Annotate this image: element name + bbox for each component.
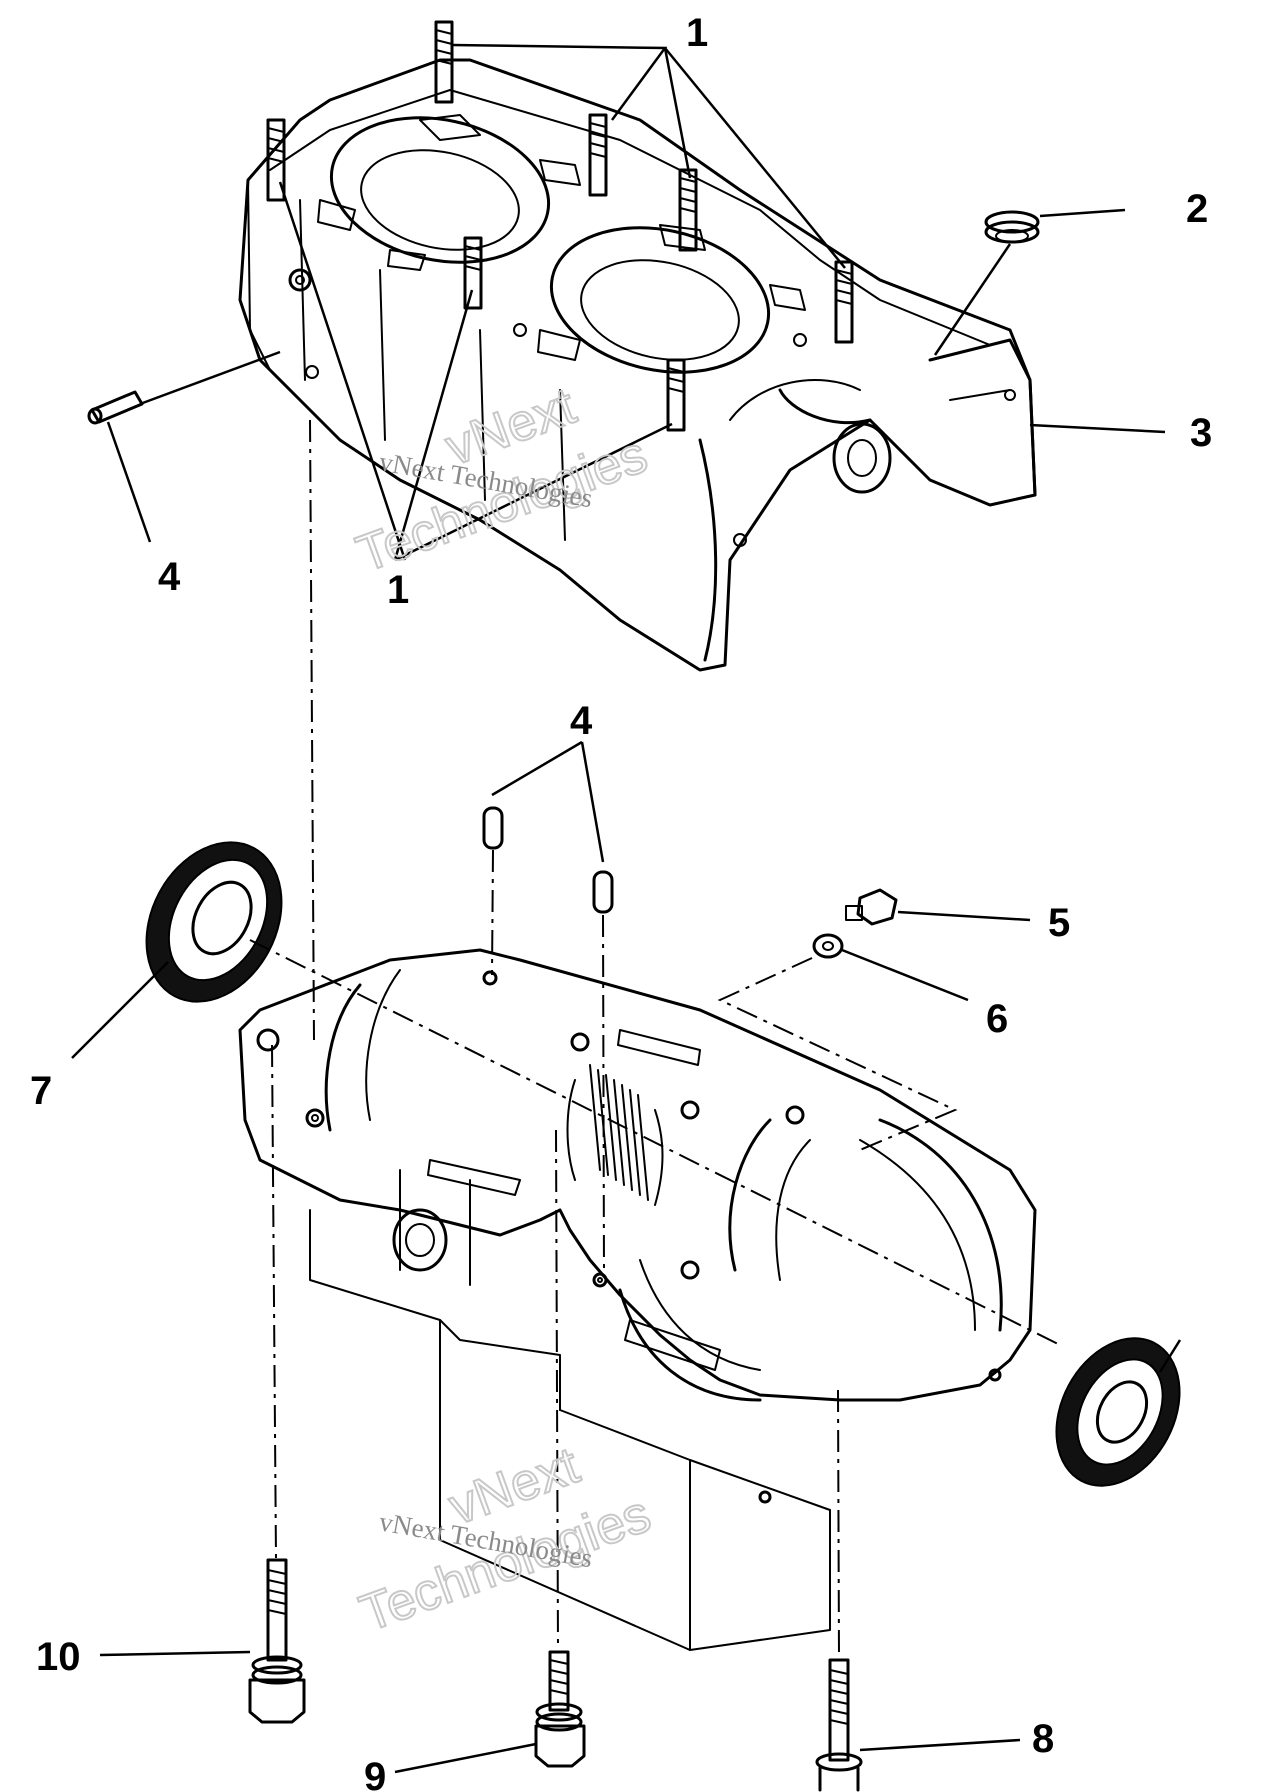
alignment-lines: [249, 419, 1061, 1661]
bolt-8: [815, 1658, 863, 1792]
callout-6: 6: [986, 997, 1008, 1041]
stud: [434, 20, 454, 104]
callout-1-lower: 1: [387, 568, 409, 612]
callout-10: 10: [36, 1635, 81, 1679]
stud: [666, 358, 686, 432]
callout-9: 9: [364, 1755, 386, 1792]
lower-crankcase: [238, 948, 1037, 1651]
sealing-washer: [812, 933, 844, 959]
bolt-10: [248, 1558, 306, 1724]
stud: [266, 118, 286, 202]
callout-5: 5: [1048, 901, 1070, 945]
callout-2: 2: [1186, 187, 1208, 231]
stud: [834, 260, 854, 344]
callout-8: 8: [1032, 1717, 1054, 1761]
callout-1: 1: [686, 11, 708, 55]
callout-4: 4: [158, 555, 181, 599]
leader-lines: [71, 43, 1182, 1774]
dowel-pins-middle: [482, 806, 614, 914]
dowel-pin: [87, 390, 144, 425]
studs: [266, 20, 854, 432]
crankshaft-seal-right: [1055, 1337, 1181, 1487]
callout-7: 7: [30, 1069, 52, 1113]
stud: [463, 236, 483, 310]
bolt-9: [534, 1650, 586, 1768]
callout-labels: 1 1 2 3 4 4 5 6 7 8 9 10: [30, 11, 1212, 1792]
upper-crankcase: [238, 58, 1037, 672]
callout-3: 3: [1190, 411, 1212, 455]
stud: [588, 113, 608, 197]
grommet: [984, 210, 1040, 244]
callout-4-middle: 4: [570, 699, 593, 743]
drain-plug: [845, 888, 898, 926]
crankshaft-seal-left: [145, 841, 283, 1003]
